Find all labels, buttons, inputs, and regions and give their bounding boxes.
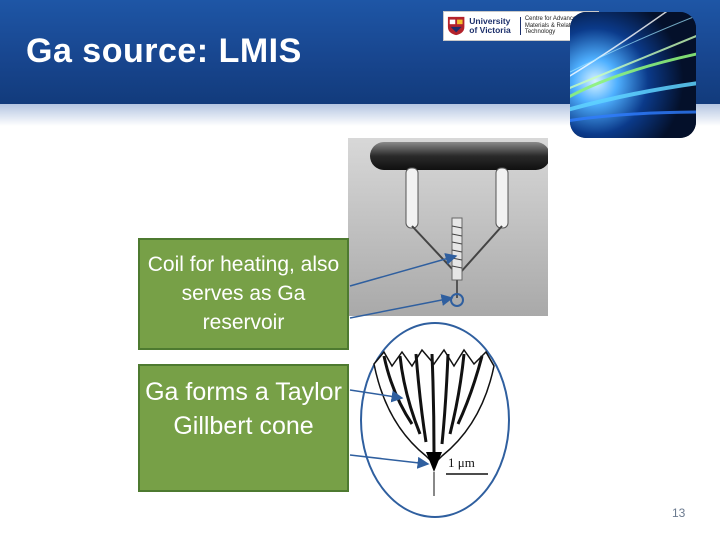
lmis-photo-graphic: [348, 138, 550, 316]
slide-title: Ga source: LMIS: [26, 32, 302, 70]
page-number: 13: [672, 506, 686, 520]
taylor-cone-micrograph: [360, 322, 510, 518]
coil-callout: Coil for heating, also serves as Ga rese…: [138, 238, 349, 350]
cone-callout: Ga forms a Taylor Gillbert cone: [138, 364, 349, 492]
decorative-light-streaks-image: [570, 12, 696, 138]
logo-centre-name: Centre for Advanced Materials & Related …: [524, 16, 580, 36]
crest-icon: [447, 16, 465, 36]
taylor-cone-graphic: [373, 348, 495, 496]
logo-university-name: University of Victoria: [469, 17, 521, 35]
light-streaks-graphic: [570, 12, 696, 138]
scale-bar-label: 1 μm: [448, 455, 475, 470]
lmis-photo: [348, 138, 550, 316]
